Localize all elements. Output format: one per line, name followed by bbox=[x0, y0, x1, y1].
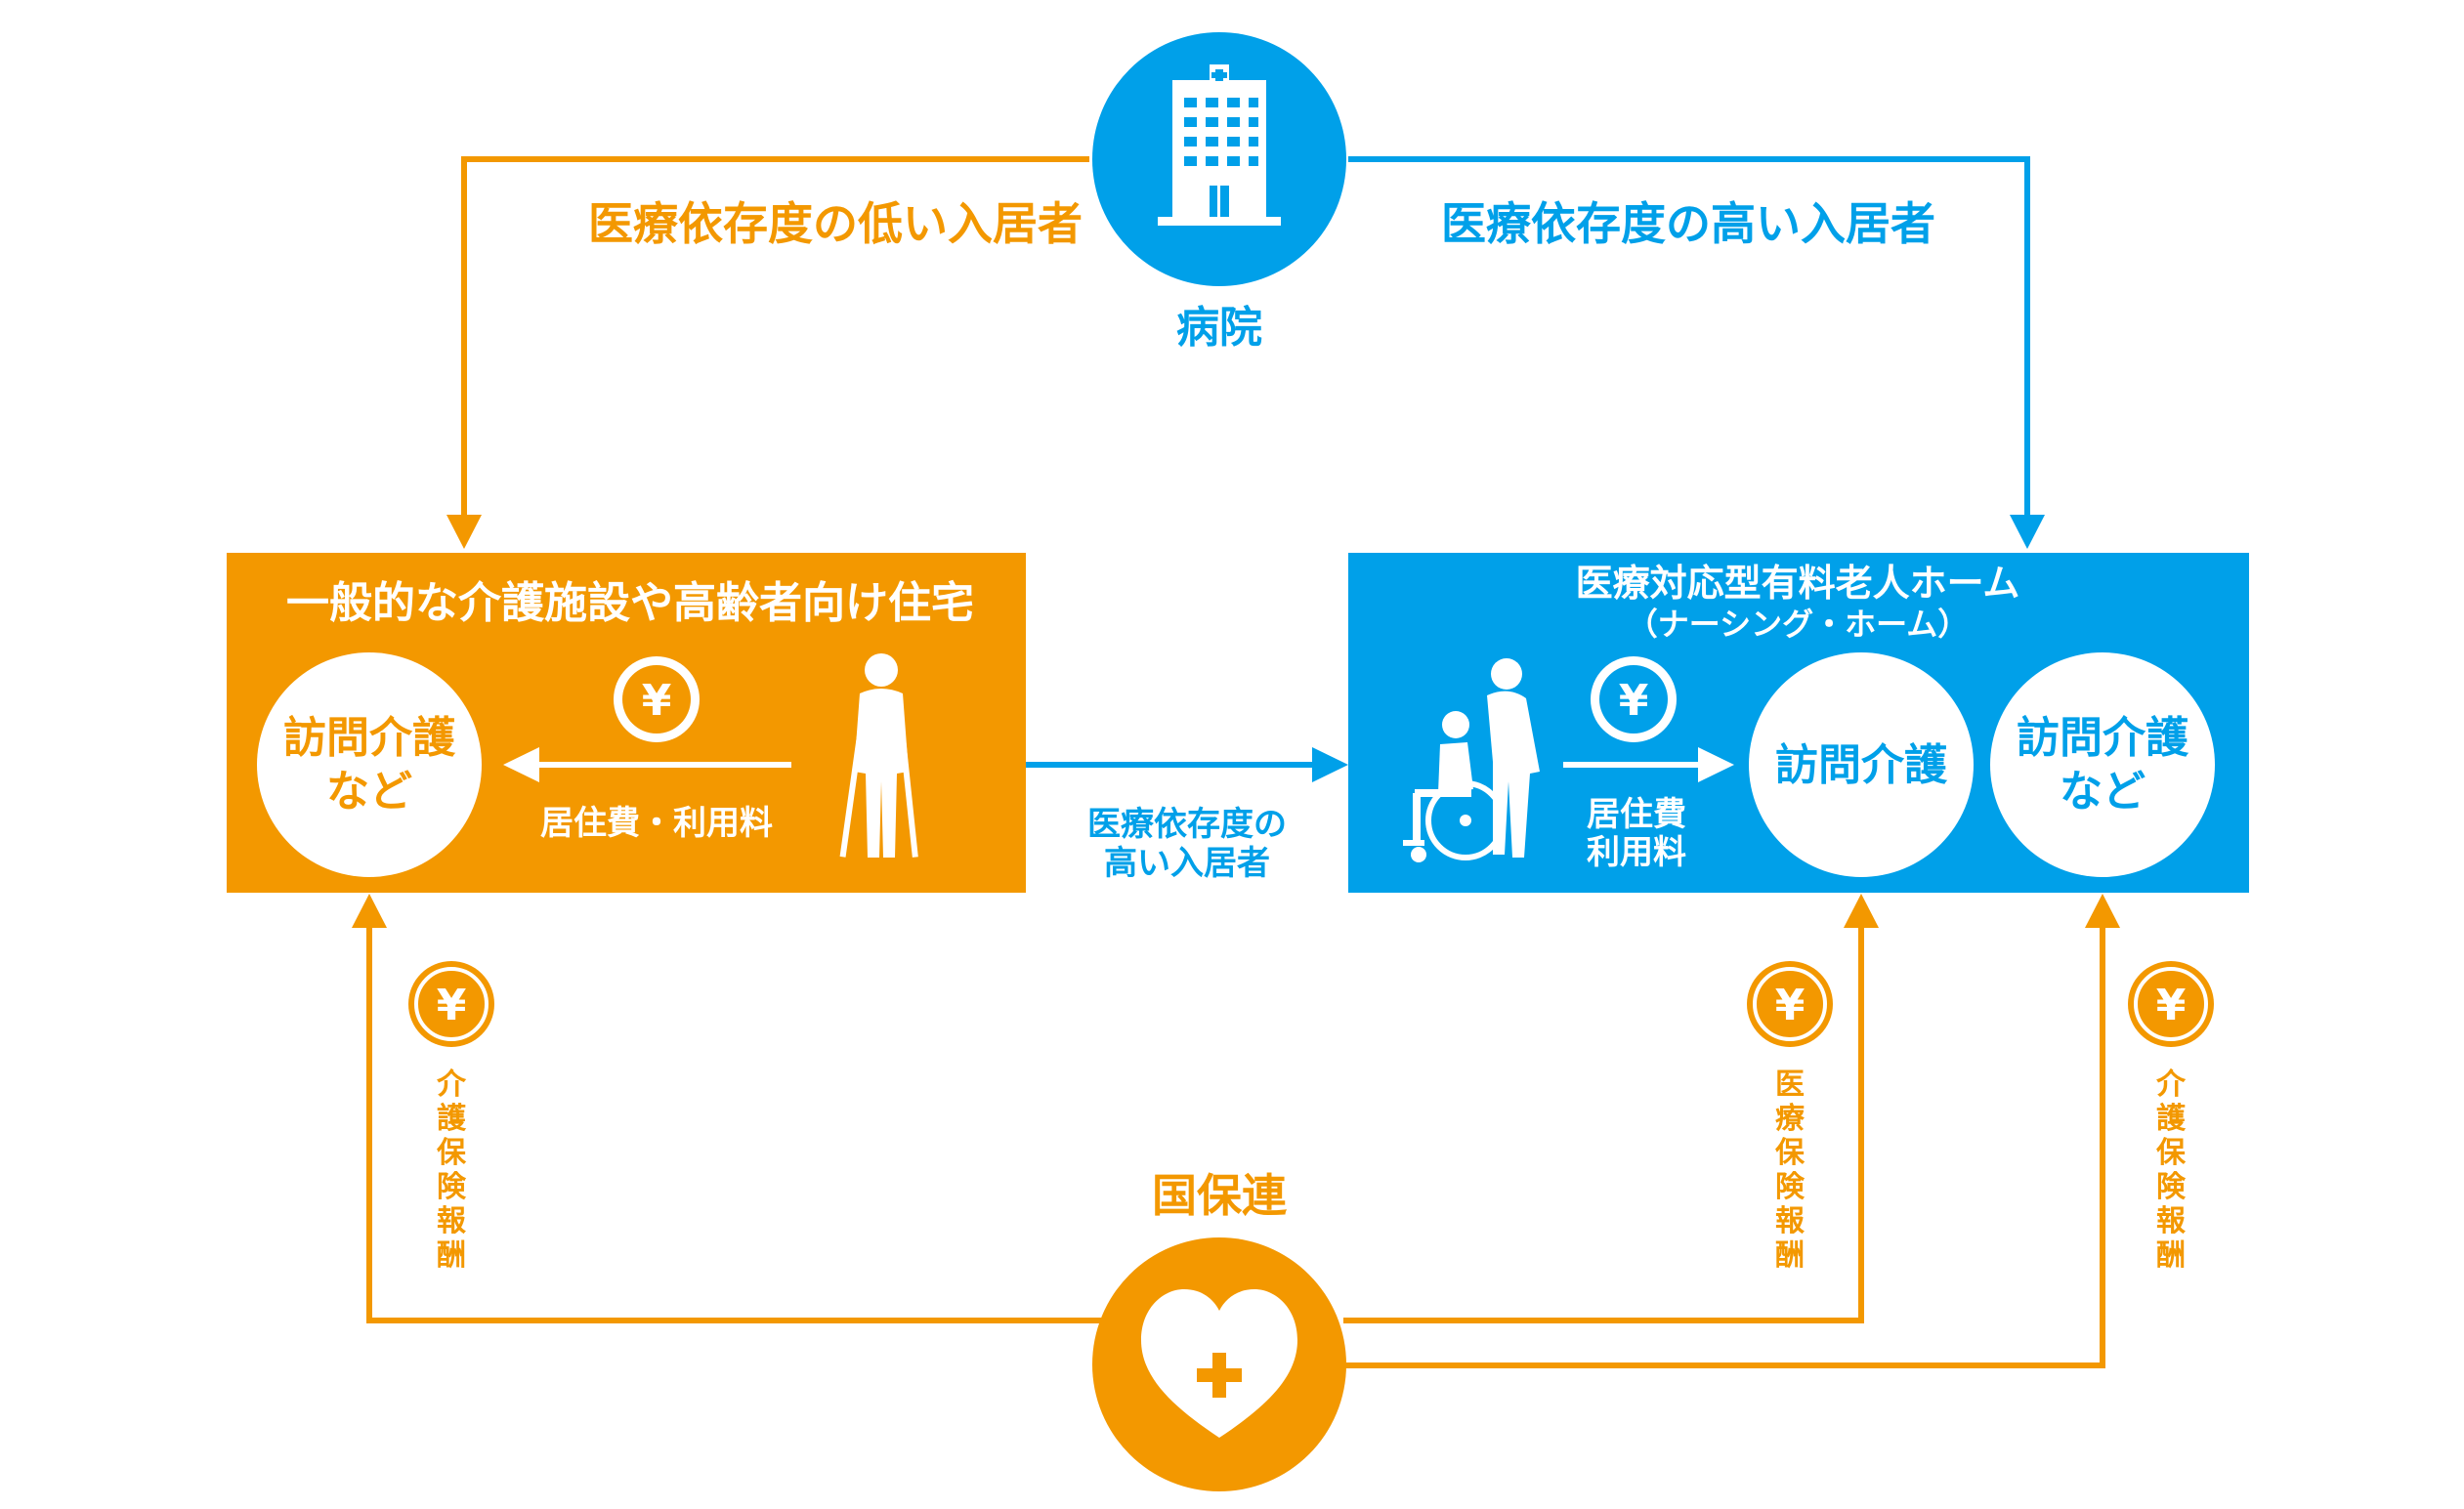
right-payment-arrowhead bbox=[1698, 747, 1734, 782]
hospital-node: 病院 bbox=[1092, 32, 1346, 353]
right-reimbursement-line bbox=[1343, 923, 2105, 1368]
left-reimbursement-coin bbox=[408, 961, 494, 1047]
transfer-label-line2: 高い入居者 bbox=[1104, 844, 1270, 883]
high-dependency-flow: 医療依存度の高い入居者 bbox=[1348, 156, 2045, 549]
kokuhoren-label: 国保連 bbox=[1152, 1169, 1288, 1222]
left-yen-icon: ¥ bbox=[642, 676, 672, 726]
right-reimbursement-char: 保 bbox=[2156, 1136, 2187, 1170]
right-reimbursement-char: 護 bbox=[2156, 1102, 2187, 1136]
right-reimbursement-char: 酬 bbox=[2156, 1238, 2186, 1273]
left-reimbursement-line bbox=[366, 923, 1104, 1323]
kokuhoren-node: 国保連 bbox=[1092, 1169, 1346, 1491]
medical-nursing-home-title: 医療対応型有料老人ホーム bbox=[1576, 562, 2020, 605]
low-dependency-label: 医療依存度の低い入居者 bbox=[588, 197, 1083, 250]
hospital-building-icon bbox=[1158, 64, 1281, 226]
middle-reimbursement-arrowhead bbox=[1844, 894, 1879, 928]
left-reimbursement-coin-ring bbox=[414, 967, 489, 1041]
middle-reimbursement-coin bbox=[1747, 961, 1833, 1047]
left-home-care-label: 訪問介護 bbox=[283, 713, 456, 763]
left-reimbursement-char: 報 bbox=[437, 1204, 467, 1238]
middle-reimbursement-char: 保 bbox=[1775, 1136, 1806, 1170]
right-home-care-etc-suffix: など bbox=[2060, 767, 2145, 817]
elderly-with-cane-icon bbox=[839, 653, 918, 858]
left-home-care-circle bbox=[257, 652, 482, 877]
high-dependency-arrowhead bbox=[2010, 515, 2045, 549]
high-dependency-label: 医療依存度の高い入居者 bbox=[1441, 197, 1935, 250]
left-home-care-etc: など bbox=[326, 767, 412, 817]
medical-nursing-home: 医療対応型有料老人ホーム （ナーシング・ホーム） ¥ 居住費 利用料 訪問介護 … bbox=[1348, 553, 2249, 893]
left-reimbursement-arrowhead bbox=[352, 894, 387, 928]
heart-plus-icon bbox=[1141, 1289, 1297, 1438]
transfer-arrowhead bbox=[1312, 747, 1348, 782]
right-reimbursement-char: 介 bbox=[2155, 1068, 2187, 1102]
low-dependency-line bbox=[461, 156, 1089, 527]
right-reimbursement-flow: ¥ 介 護 保 険 報 酬 bbox=[1343, 894, 2214, 1368]
left-reimbursement-char: 険 bbox=[437, 1170, 467, 1204]
left-reimbursement-label: 介 護 保 険 報 酬 bbox=[436, 1068, 467, 1273]
right-yen-coin-inner bbox=[1599, 665, 1668, 734]
right-reimbursement-label: 介 護 保 険 報 酬 bbox=[2155, 1068, 2187, 1273]
middle-reimbursement-char: 医 bbox=[1775, 1068, 1805, 1102]
left-payment-label: 居住費・利用料 bbox=[540, 804, 773, 843]
wheelchair-wheels bbox=[1411, 780, 1506, 862]
left-reimbursement-char: 介 bbox=[436, 1068, 467, 1102]
middle-reimbursement-char: 療 bbox=[1775, 1102, 1805, 1136]
transfer-label-line1: 医療依存度の bbox=[1087, 805, 1287, 844]
middle-reimbursement-coin-ring bbox=[1753, 967, 1827, 1041]
hospital-label: 病院 bbox=[1176, 303, 1262, 353]
right-home-care-etc-label: 訪問介護 bbox=[2017, 713, 2189, 763]
left-reimbursement-char: 保 bbox=[437, 1136, 467, 1170]
left-reimbursement-char: 護 bbox=[437, 1102, 467, 1136]
right-reimbursement-arrowhead bbox=[2085, 894, 2120, 928]
low-dependency-flow: 医療依存度の低い入居者 bbox=[446, 156, 1089, 549]
right-home-care-label: 訪問介護 bbox=[1775, 740, 1948, 790]
left-reimbursement-char: 酬 bbox=[437, 1238, 466, 1273]
right-reimbursement-coin bbox=[2128, 961, 2214, 1047]
right-reimbursement-yen-icon: ¥ bbox=[2156, 981, 2187, 1030]
high-dependency-line bbox=[1348, 156, 2030, 527]
middle-reimbursement-label: 医 療 保 険 報 酬 bbox=[1775, 1068, 1806, 1273]
middle-reimbursement-char: 酬 bbox=[1775, 1238, 1805, 1273]
middle-reimbursement-yen-icon: ¥ bbox=[1775, 981, 1806, 1030]
middle-reimbursement-char: 報 bbox=[1775, 1204, 1806, 1238]
right-home-care-etc-circle bbox=[1990, 652, 2215, 877]
left-yen-coin-inner bbox=[622, 665, 691, 734]
left-reimbursement-yen-icon: ¥ bbox=[437, 981, 467, 1030]
middle-reimbursement-line bbox=[1343, 923, 1864, 1323]
right-home-care-circle bbox=[1749, 652, 1974, 877]
right-reimbursement-char: 険 bbox=[2156, 1170, 2187, 1204]
transfer-flow: 医療依存度の 高い入居者 bbox=[1026, 747, 1348, 883]
right-reimbursement-coin-ring bbox=[2134, 967, 2208, 1041]
medical-nursing-home-subtitle: （ナーシング・ホーム） bbox=[1627, 606, 1969, 643]
right-payment-label-line1: 居住費 bbox=[1587, 795, 1686, 834]
middle-reimbursement-flow: ¥ 医 療 保 険 報 酬 bbox=[1343, 894, 1879, 1323]
general-care-facility-title: 一般的な介護施設や高齢者向け住宅 bbox=[286, 578, 974, 628]
general-care-facility: 一般的な介護施設や高齢者向け住宅 訪問介護 など ¥ 居住費・利用料 bbox=[227, 553, 1026, 893]
right-payment-label-line2: 利用料 bbox=[1587, 833, 1686, 872]
left-reimbursement-flow: ¥ 介 護 保 険 報 酬 bbox=[352, 894, 1104, 1323]
right-reimbursement-char: 報 bbox=[2156, 1204, 2187, 1238]
right-yen-icon: ¥ bbox=[1619, 676, 1649, 726]
low-dependency-arrowhead bbox=[446, 515, 482, 549]
middle-reimbursement-char: 険 bbox=[1775, 1170, 1806, 1204]
left-payment-arrowhead bbox=[503, 747, 539, 782]
